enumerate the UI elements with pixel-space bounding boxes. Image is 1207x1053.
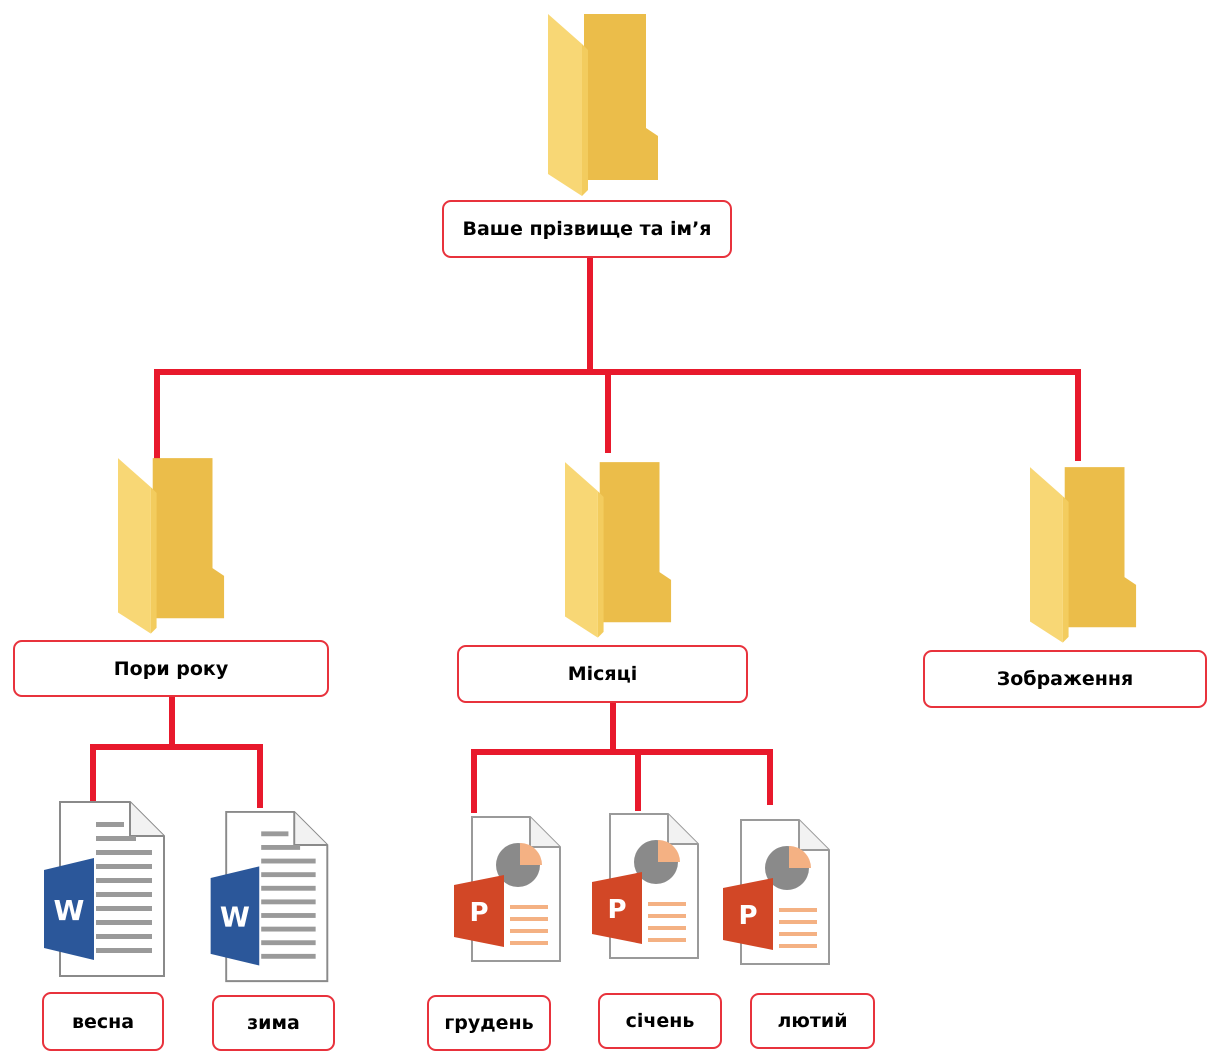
word-badge-letter: W xyxy=(220,903,250,934)
powerpoint-document-icon[interactable]: P xyxy=(452,815,564,965)
file-label-sichen[interactable]: січень xyxy=(598,993,722,1049)
powerpoint-badge-letter: P xyxy=(738,901,757,931)
file-label-vesna[interactable]: весна xyxy=(42,992,164,1051)
powerpoint-badge-letter: P xyxy=(469,898,488,928)
folder-icon[interactable] xyxy=(1030,460,1138,646)
word-badge-letter: W xyxy=(54,894,85,927)
powerpoint-document-icon[interactable]: P xyxy=(590,812,702,962)
folder-icon[interactable] xyxy=(565,455,673,641)
file-label-liutyi[interactable]: лютий xyxy=(750,993,875,1049)
root-folder-label[interactable]: Ваше прізвище та ім’я xyxy=(442,200,732,258)
powerpoint-document-icon[interactable]: P xyxy=(721,818,833,968)
file-label-zyma[interactable]: зима xyxy=(212,995,335,1051)
powerpoint-badge-letter: P xyxy=(607,895,626,925)
folder-label-images[interactable]: Зображення xyxy=(923,650,1207,708)
folder-icon[interactable] xyxy=(118,450,226,638)
folder-label-months[interactable]: Місяці xyxy=(457,645,748,703)
file-label-hruden[interactable]: грудень xyxy=(427,995,551,1051)
word-document-icon[interactable]: W xyxy=(205,810,331,985)
folder-label-seasons[interactable]: Пори року xyxy=(13,640,329,697)
folder-icon[interactable] xyxy=(548,10,660,196)
word-document-icon[interactable]: W xyxy=(40,800,166,980)
